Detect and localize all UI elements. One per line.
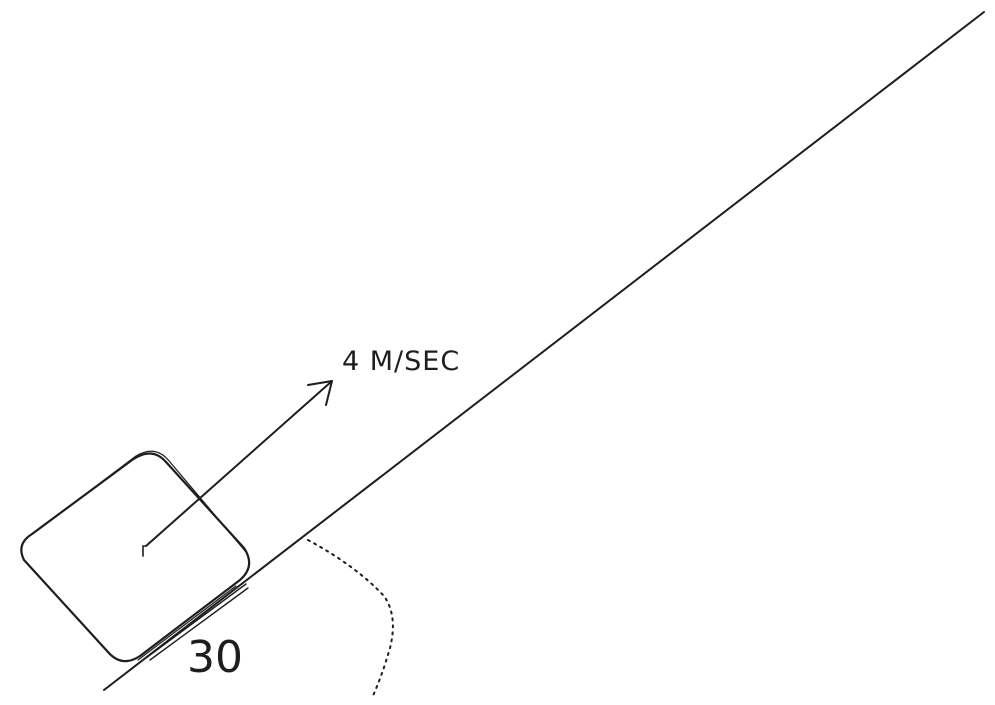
arrow-tail-mark [142, 545, 147, 557]
velocity-label: 4 M/SEC [342, 346, 460, 377]
block [20, 452, 251, 663]
incline-line [103, 11, 985, 691]
block-contact-edge [145, 583, 249, 661]
angle-label: 30 [187, 632, 243, 683]
velocity-arrow-head [307, 380, 333, 406]
block-sketch-stroke [37, 450, 247, 661]
angle-arc-dotted [307, 539, 394, 699]
velocity-arrow-shaft [145, 380, 333, 547]
